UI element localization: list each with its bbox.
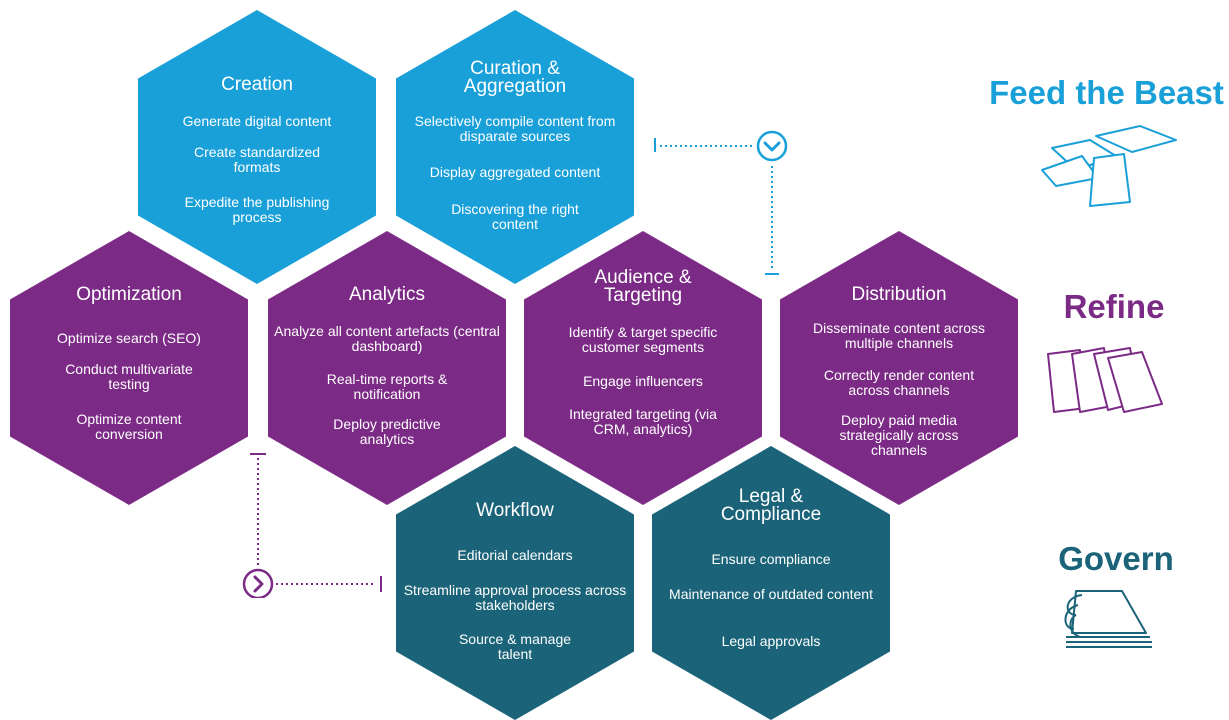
hex-item: Disseminate content across multiple chan…	[813, 320, 985, 351]
hex-item: Editorial calendars	[457, 547, 573, 563]
hex-title: Creation	[221, 74, 293, 95]
hex-item: Integrated targeting (via CRM, analytics…	[569, 406, 717, 437]
hex-audience: Audience & Targeting Identify & target s…	[524, 231, 762, 505]
hex-title: Analytics	[348, 284, 426, 305]
side-label-refine: Refine	[1063, 288, 1165, 325]
hex-item: Analyze all content artefacts (central d…	[274, 323, 500, 354]
hex-item: Selectively compile content from dispara…	[414, 113, 616, 144]
hex-creation: Creation Generate digital content Create…	[138, 10, 376, 284]
side-label-govern: Govern	[1058, 540, 1174, 577]
hex-legal: Legal & Compliance Ensure compliance Mai…	[652, 446, 890, 720]
hex-title: Workflow	[476, 500, 554, 521]
hex-item: Conduct multivariate testing	[65, 361, 193, 392]
hex-item: Ensure compliance	[711, 551, 831, 567]
hex-item: Deploy paid media strategically across c…	[839, 412, 959, 458]
hex-title: Optimization	[76, 284, 182, 305]
hex-item: Real-time reports & notification	[326, 371, 448, 402]
pages-icon	[1047, 347, 1163, 413]
hex-title: Curation & Aggregation	[463, 58, 567, 97]
side-label-feed-the-beast: Feed the Beast	[989, 74, 1224, 111]
hex-item: Generate digital content	[182, 113, 332, 129]
connector-right	[242, 453, 382, 598]
hex-item: Create standardized formats	[193, 144, 321, 175]
hex-workflow: Workflow Editorial calendars Streamline …	[396, 446, 634, 720]
chevron-down-icon	[756, 130, 788, 162]
hex-item: Expedite the publishing process	[184, 194, 330, 225]
hex-optimization: Optimization Optimize search (SEO) Condu…	[10, 231, 248, 505]
hex-item: Optimize search (SEO)	[57, 330, 201, 346]
hex-item: Deploy predictive analytics	[333, 416, 441, 447]
hex-curation: Curation & Aggregation Selectively compi…	[396, 10, 634, 284]
chevron-right-icon	[242, 568, 274, 598]
hex-title: Legal & Compliance	[720, 486, 822, 525]
connector-down	[654, 130, 788, 275]
hex-item: Display aggregated content	[429, 164, 601, 180]
binder-icon	[1064, 590, 1152, 648]
hex-item: Correctly render content across channels	[823, 367, 975, 398]
hex-item: Legal approvals	[721, 633, 821, 649]
hex-distribution: Distribution Disseminate content across …	[780, 231, 1018, 505]
hex-item: Optimize content conversion	[76, 411, 182, 442]
hex-item: Streamline approval process across stake…	[403, 582, 627, 613]
hex-item: Discovering the right content	[451, 201, 579, 232]
hex-item: Maintenance of outdated content	[669, 586, 873, 602]
hex-item: Source & manage talent	[458, 631, 572, 662]
hex-title: Audience & Targeting	[594, 267, 692, 306]
hex-item: Identify & target specific customer segm…	[568, 324, 718, 355]
papers-icon	[1041, 125, 1177, 207]
hex-title: Distribution	[851, 284, 947, 305]
hex-item: Engage influencers	[583, 373, 703, 389]
